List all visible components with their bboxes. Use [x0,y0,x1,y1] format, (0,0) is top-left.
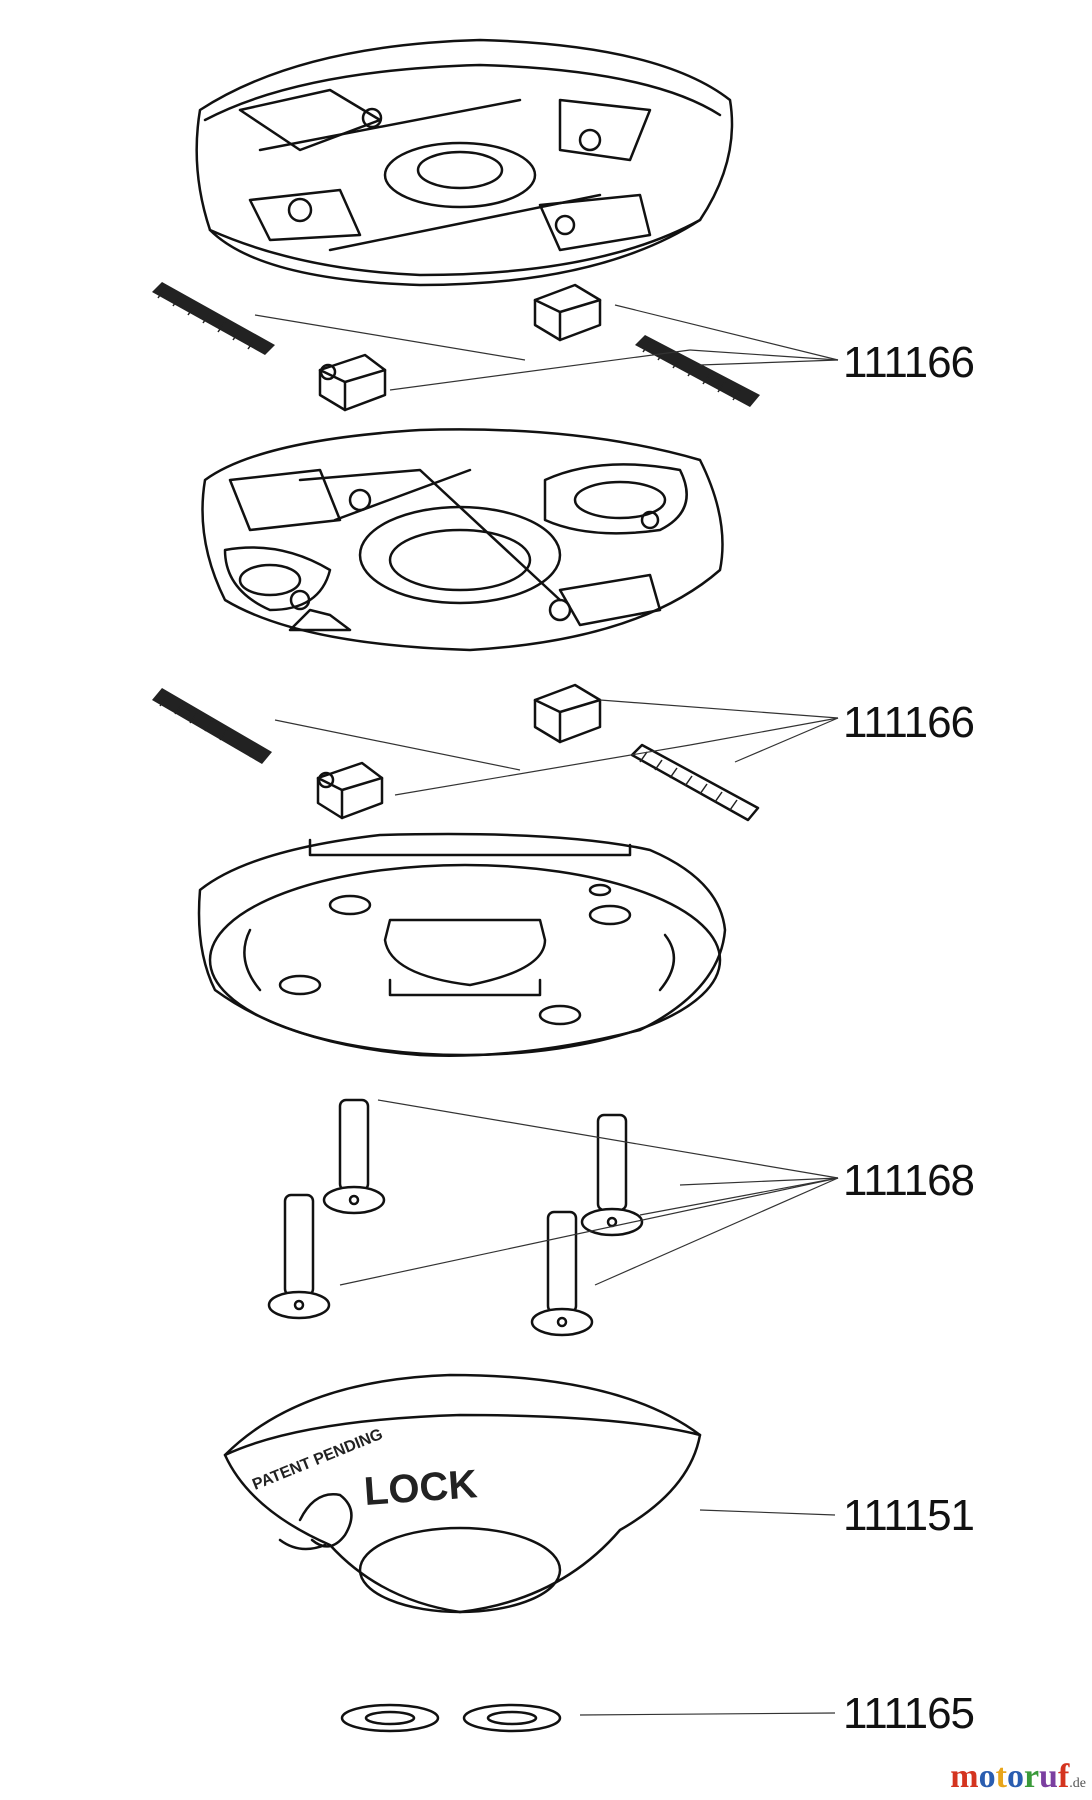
part-label-111165: 111165 [843,1689,974,1738]
leader-lines-3 [339,1099,839,1286]
part-label-111166-upper: 111166 [843,338,974,387]
upper-shoe-right [533,283,602,342]
middle-hub-plate [201,428,724,652]
part-label-111168: 111168 [843,1156,974,1205]
screw-4 [530,1210,594,1337]
leader-lines-1 [254,304,839,391]
screw-2 [580,1113,644,1237]
cap-lock-text: LOCK [363,1462,479,1514]
part-label-111151: 111151 [843,1491,974,1540]
washer-right [462,1703,562,1733]
wm-letter: m [950,1758,979,1795]
upper-shoe-left [318,353,387,412]
lower-spring-right [630,743,760,822]
upper-spring-left [152,282,275,355]
lower-shoe-right [533,683,602,744]
watermark-logo: motoruf.de [950,1758,1086,1796]
leader-lines-4 [699,1509,836,1516]
wm-letter: u [1039,1758,1058,1795]
part-label-111166-lower: 111166 [843,698,974,747]
base-plate [197,832,727,1057]
leader-lines-5 [579,1712,836,1716]
screw-1 [322,1098,386,1215]
leader-lines-2 [274,699,839,796]
top-hub-plate [195,38,734,287]
wm-letter: o [978,1758,996,1795]
wm-letter: f [1057,1758,1070,1795]
upper-spring-right [635,335,760,407]
wm-letter: o [1006,1758,1024,1795]
lock-cap: PATENT PENDING LOCK [223,1373,702,1614]
lower-shoe-left [316,761,384,820]
wm-letter: t [995,1758,1007,1795]
wm-letter: r [1023,1758,1040,1795]
wm-suffix: .de [1069,1776,1086,1791]
lower-spring-left [152,688,272,764]
screw-3 [267,1193,331,1320]
washer-left [340,1703,440,1733]
